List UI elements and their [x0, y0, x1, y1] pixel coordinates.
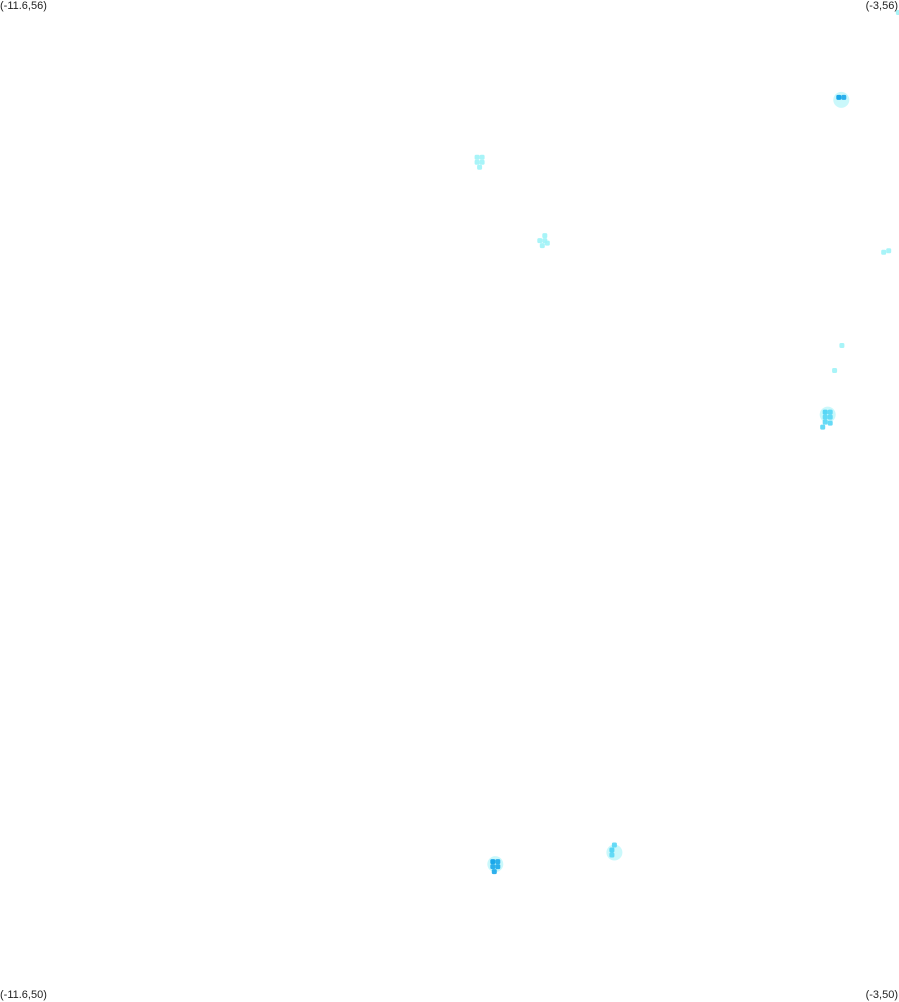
patch-east-dot-b [832, 368, 838, 373]
patch-west-central [537, 233, 550, 249]
patch-north-east-corner [895, 10, 899, 15]
patch-cell [495, 859, 501, 865]
patch-south-east [606, 842, 623, 861]
patch-cell [479, 159, 485, 165]
patch-cell [836, 94, 842, 100]
corner-label-bottom-right: (-3,50) [865, 989, 898, 1001]
patch-cell [544, 240, 550, 246]
corner-label-top-left: (-11.6,56) [0, 0, 47, 12]
patch-cell [839, 343, 845, 348]
patch-cell [820, 424, 826, 430]
patch-east-streak [881, 248, 892, 255]
patch-cell [895, 10, 899, 15]
patch-cell [832, 368, 838, 373]
patch-halo [819, 406, 836, 423]
patch-cell [822, 409, 828, 415]
patch-cell [495, 864, 501, 870]
patch-north-east-small [833, 91, 850, 108]
patch-north-west [474, 154, 485, 170]
patch-cell [490, 864, 496, 870]
patch-cell [841, 94, 847, 100]
patch-cell [827, 420, 833, 426]
patch-east-dot-a [839, 343, 845, 348]
data-patches-layer [474, 10, 899, 875]
patch-halo [833, 91, 850, 108]
patch-cell [477, 164, 483, 170]
patch-south-central [487, 856, 504, 875]
patch-cell [542, 233, 548, 239]
patch-cell [490, 859, 496, 865]
corner-label-bottom-left: (-11.6,50) [0, 989, 47, 1001]
patch-cell [537, 238, 543, 244]
patch-cell [479, 154, 485, 160]
patch-east-cluster [819, 406, 836, 430]
patch-cell [827, 414, 833, 420]
patch-cell [609, 847, 615, 853]
patch-cell [822, 419, 828, 425]
patch-cell [539, 243, 545, 249]
patch-cell [474, 154, 480, 160]
patch-cell [881, 249, 887, 255]
patch-cell [474, 159, 480, 165]
patch-cell [491, 869, 497, 875]
patch-cell [609, 852, 615, 858]
corner-label-top-right: (-3,56) [865, 0, 898, 12]
patch-cell [827, 409, 833, 415]
patch-cell [822, 414, 828, 420]
patch-cell [886, 248, 892, 254]
patch-cell [611, 842, 617, 848]
